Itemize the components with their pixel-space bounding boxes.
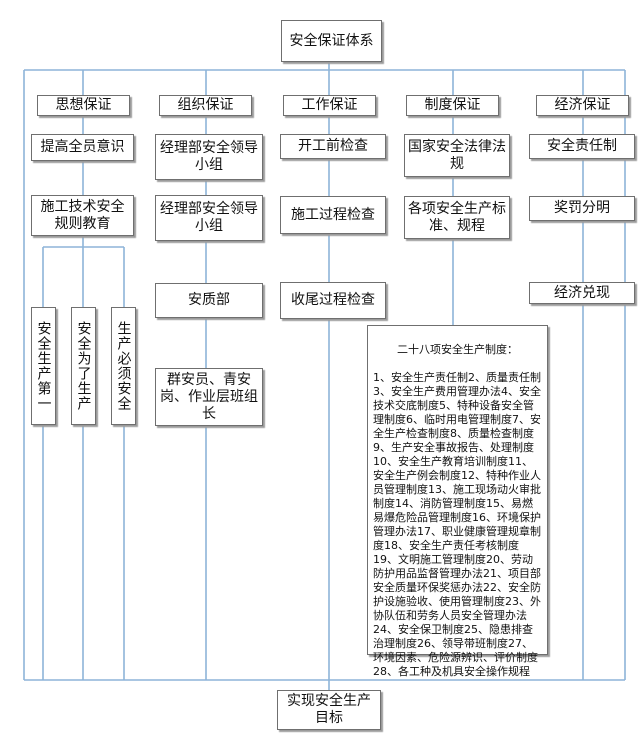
item-safety-officers: 群安员、青安岗、作业层班组长 (155, 368, 263, 426)
item-text: 安全责任制 (547, 138, 617, 154)
vertical-text: 安全为了生产 (75, 321, 92, 411)
header-organization: 组织保证 (159, 95, 252, 116)
item-leadership-group-2: 经理部安全领导小组 (155, 195, 263, 241)
header-system: 制度保证 (406, 95, 499, 116)
vertical-box-safety-first: 安全生产第一 (31, 307, 56, 425)
header-economy: 经济保证 (536, 95, 629, 116)
vertical-box-safety-for-production: 安全为了生产 (71, 307, 96, 425)
item-construction-process-check: 施工过程检查 (280, 196, 386, 234)
vertical-text: 生产必须安全 (115, 321, 132, 411)
vertical-text: 安全生产第一 (35, 321, 52, 411)
header-text: 工作保证 (301, 97, 358, 113)
header-text: 制度保证 (424, 97, 481, 113)
rules-title: 二十八项安全生产制度： (397, 343, 518, 356)
title-text: 安全保证体系 (289, 32, 374, 49)
item-text: 安质部 (188, 292, 230, 308)
title-box: 安全保证体系 (281, 20, 382, 62)
item-responsibility-system: 安全责任制 (529, 134, 635, 159)
item-text: 施工技术安全规则教育 (40, 198, 125, 232)
header-text: 思想保证 (55, 97, 112, 113)
header-text: 经济保证 (554, 97, 611, 113)
item-closing-process-check: 收尾过程检查 (280, 282, 386, 319)
item-text: 经理部安全领导小组 (160, 201, 258, 234)
item-text: 收尾过程检查 (291, 292, 375, 308)
rules-body: 1、安全生产责任制2、质量责任制3、安全生产费用管理办法4、安全技术交底制度5、… (373, 371, 541, 678)
item-reward-punishment: 奖罚分明 (529, 196, 635, 221)
rules-box: 二十八项安全生产制度： 1、安全生产责任制2、质量责任制3、安全生产费用管理办法… (367, 325, 548, 678)
item-text: 经济兑现 (554, 284, 610, 301)
goal-box: 实现安全生产目标 (277, 690, 381, 730)
header-ideology: 思想保证 (37, 95, 130, 116)
item-text: 提高全员意识 (40, 139, 125, 155)
header-work: 工作保证 (283, 95, 376, 116)
item-awareness: 提高全员意识 (31, 134, 134, 161)
item-text: 经理部安全领导小组 (160, 140, 258, 173)
header-text: 组织保证 (177, 97, 234, 113)
item-text: 奖罚分明 (554, 200, 610, 216)
goal-text: 实现安全生产目标 (287, 693, 371, 726)
item-leadership-group-1: 经理部安全领导小组 (155, 134, 263, 180)
item-education: 施工技术安全规则教育 (31, 195, 134, 236)
item-text: 开工前检查 (298, 138, 368, 154)
item-economic-fulfillment: 经济兑现 (529, 282, 635, 304)
item-text: 施工过程检查 (291, 206, 375, 223)
item-text: 群安员、青安岗、作业层班组长 (160, 371, 258, 422)
item-text: 国家安全法律法规 (408, 138, 506, 172)
item-pre-construction-check: 开工前检查 (280, 134, 386, 159)
item-quality-safety-dept: 安质部 (155, 283, 263, 318)
item-text: 各项安全生产标准、规程 (408, 200, 506, 234)
item-production-standards: 各项安全生产标准、规程 (404, 196, 510, 239)
vertical-box-production-must-be-safe: 生产必须安全 (111, 307, 136, 425)
item-national-laws: 国家安全法律法规 (404, 134, 510, 177)
